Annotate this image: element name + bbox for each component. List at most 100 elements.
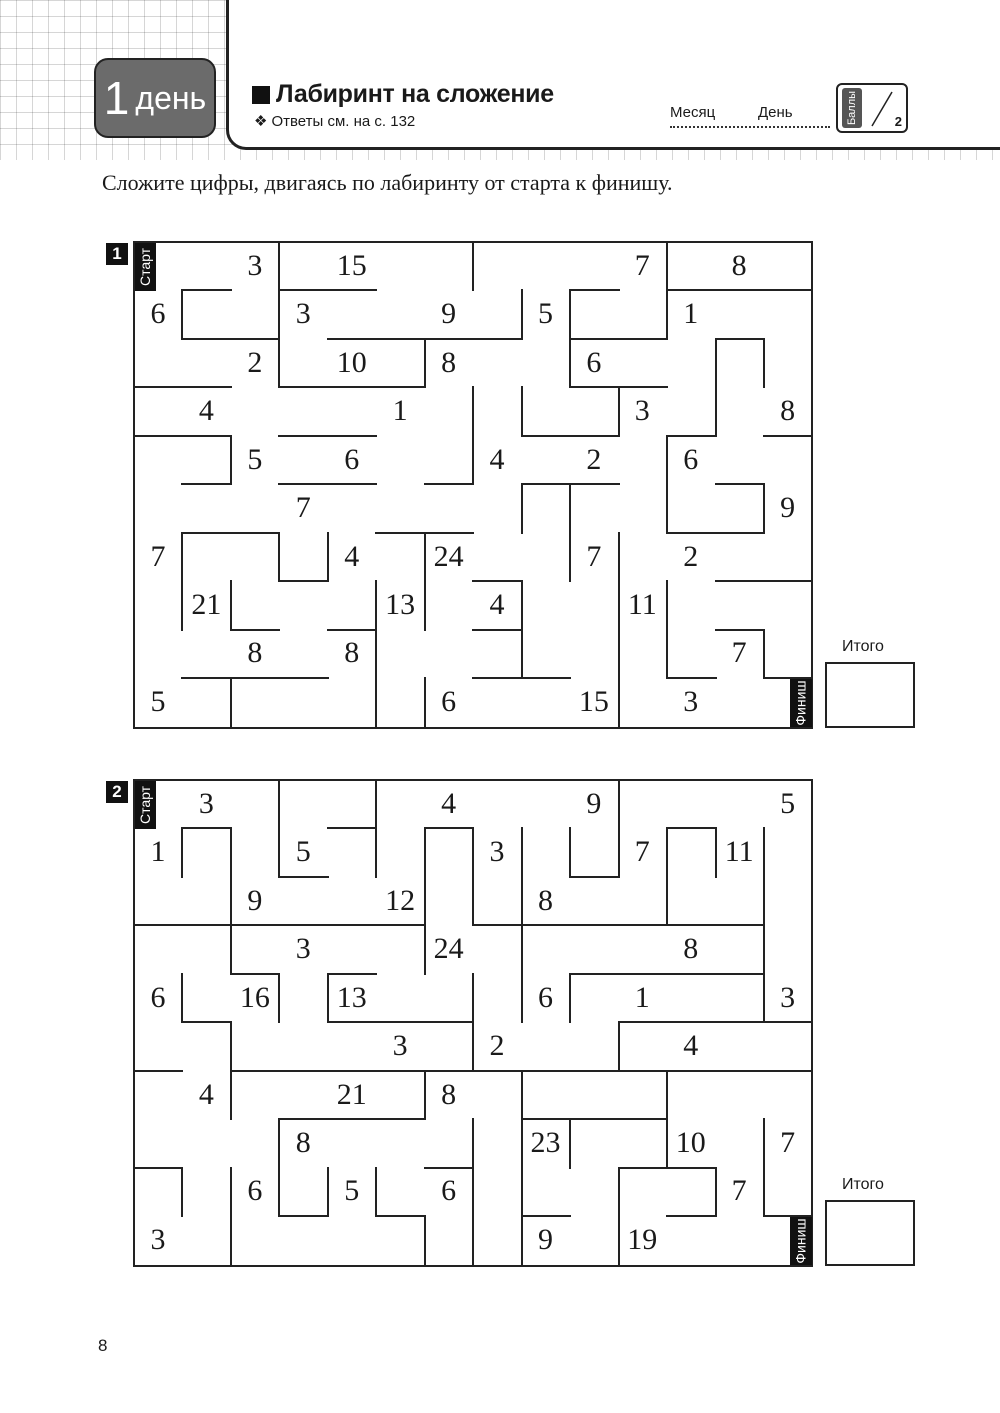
answers-text: Ответы см. на с. 132 (271, 113, 416, 130)
header-card (226, 0, 1000, 150)
total-label-2: Итого (842, 1176, 884, 1193)
maze-number: 21 (336, 1077, 367, 1111)
maze-number: 7 (150, 539, 166, 573)
maze-number: 8 (295, 1126, 311, 1159)
total-label-1: Итого (842, 638, 884, 655)
maze-number: 15 (336, 249, 367, 282)
maze-number: 8 (441, 345, 457, 379)
maze-number: 3 (634, 394, 650, 428)
maze-number: 8 (247, 636, 263, 670)
maze-number: 8 (780, 394, 796, 428)
maze-number: 3 (683, 684, 699, 718)
score-box[interactable]: Баллы 2 (836, 83, 908, 133)
maze-number: 7 (634, 835, 650, 869)
day-badge: 1 день (94, 58, 216, 138)
instruction-text: Сложите цифры, двигаясь по лабиринту от … (102, 170, 673, 195)
maze-number: 24 (433, 932, 464, 966)
maze-number: 4 (683, 1029, 699, 1063)
score-label: Баллы (842, 88, 862, 128)
maze-number: 6 (150, 297, 166, 331)
maze-number: 9 (441, 297, 457, 331)
maze-number: 9 (780, 491, 796, 525)
maze-number: 7 (295, 491, 311, 525)
score-max: 2 (894, 114, 902, 129)
maze-number: 7 (780, 1126, 796, 1159)
maze-number: 6 (586, 345, 602, 379)
maze-number: 5 (295, 835, 311, 869)
maze-number: 7 (586, 539, 602, 573)
answers-reference: ❖Ответы см. на с. 132 (254, 112, 415, 130)
maze-number: 11 (627, 588, 657, 621)
maze-number: 7 (634, 249, 650, 282)
date-dotted-line[interactable] (670, 126, 830, 128)
maze-number: 21 (191, 588, 222, 621)
day-label: День (758, 104, 793, 121)
maze-number: 4 (198, 1077, 214, 1111)
maze-number: 19 (627, 1222, 658, 1256)
maze-number: 15 (578, 684, 609, 718)
maze-walls-1 (133, 241, 813, 729)
maze-number: 11 (724, 835, 754, 869)
maze-number: 6 (441, 1174, 457, 1208)
maze-number: 2 (683, 539, 699, 573)
maze-number: 8 (344, 636, 360, 670)
maze-number: 2 (247, 345, 263, 379)
maze-number: 9 (537, 1222, 553, 1256)
maze-number: 8 (683, 932, 699, 966)
maze-number: 12 (385, 883, 416, 917)
maze-number: 10 (336, 345, 367, 379)
maze-number: 6 (441, 684, 457, 718)
maze-number: 6 (150, 980, 166, 1014)
maze-number: 1 (150, 835, 166, 869)
maze-number: 9 (586, 787, 602, 820)
maze-number: 24 (433, 539, 464, 573)
maze-number: 3 (295, 297, 311, 331)
maze-number: 23 (530, 1126, 561, 1159)
maze-number: 3 (489, 835, 505, 869)
maze-number: 4 (489, 442, 505, 476)
month-label: Месяц (670, 104, 716, 121)
puzzle-number-2: 2 (106, 781, 128, 803)
maze-number: 4 (198, 394, 214, 428)
maze-number: 3 (150, 1222, 166, 1256)
maze-number: 3 (198, 787, 214, 820)
maze-number: 2 (489, 1029, 505, 1063)
maze-number: 4 (489, 588, 505, 621)
maze-number: 1 (634, 980, 650, 1014)
maze-number: 1 (392, 394, 408, 428)
maze-number: 8 (441, 1077, 457, 1111)
maze-number: 3 (392, 1029, 408, 1063)
maze-number: 3 (780, 980, 796, 1014)
maze-number: 3 (247, 249, 263, 282)
title-text: Лабиринт на сложение (276, 80, 554, 108)
maze-walls-2 (133, 779, 813, 1267)
day-number: 1 (103, 72, 130, 124)
maze-number: 6 (537, 980, 553, 1014)
maze-number: 3 (295, 932, 311, 966)
maze-number: 9 (247, 883, 263, 917)
finish-tag-1: Финиш (790, 679, 812, 727)
maze-number: 5 (780, 787, 796, 820)
diamond-bullet-icon: ❖ (254, 113, 268, 130)
maze-number: 7 (731, 1174, 747, 1208)
maze-number: 5 (344, 1174, 360, 1208)
maze-number: 5 (537, 297, 553, 331)
start-tag-1: Старт (134, 243, 156, 291)
maze-number: 5 (247, 442, 263, 476)
page-number: 8 (98, 1336, 108, 1355)
slash-icon (871, 91, 893, 127)
total-box-1[interactable] (825, 662, 915, 728)
day-word: день (135, 79, 207, 116)
maze-number: 10 (675, 1126, 706, 1159)
total-box-2[interactable] (825, 1200, 915, 1266)
maze-number: 7 (731, 636, 747, 670)
date-fields: Месяц День (670, 104, 830, 128)
square-bullet-icon (252, 85, 270, 104)
puzzle-number-1: 1 (106, 243, 128, 265)
maze-number: 6 (344, 442, 360, 476)
maze-number: 1 (683, 297, 699, 331)
maze-number: 6 (683, 442, 699, 476)
maze-number: 8 (537, 883, 553, 917)
